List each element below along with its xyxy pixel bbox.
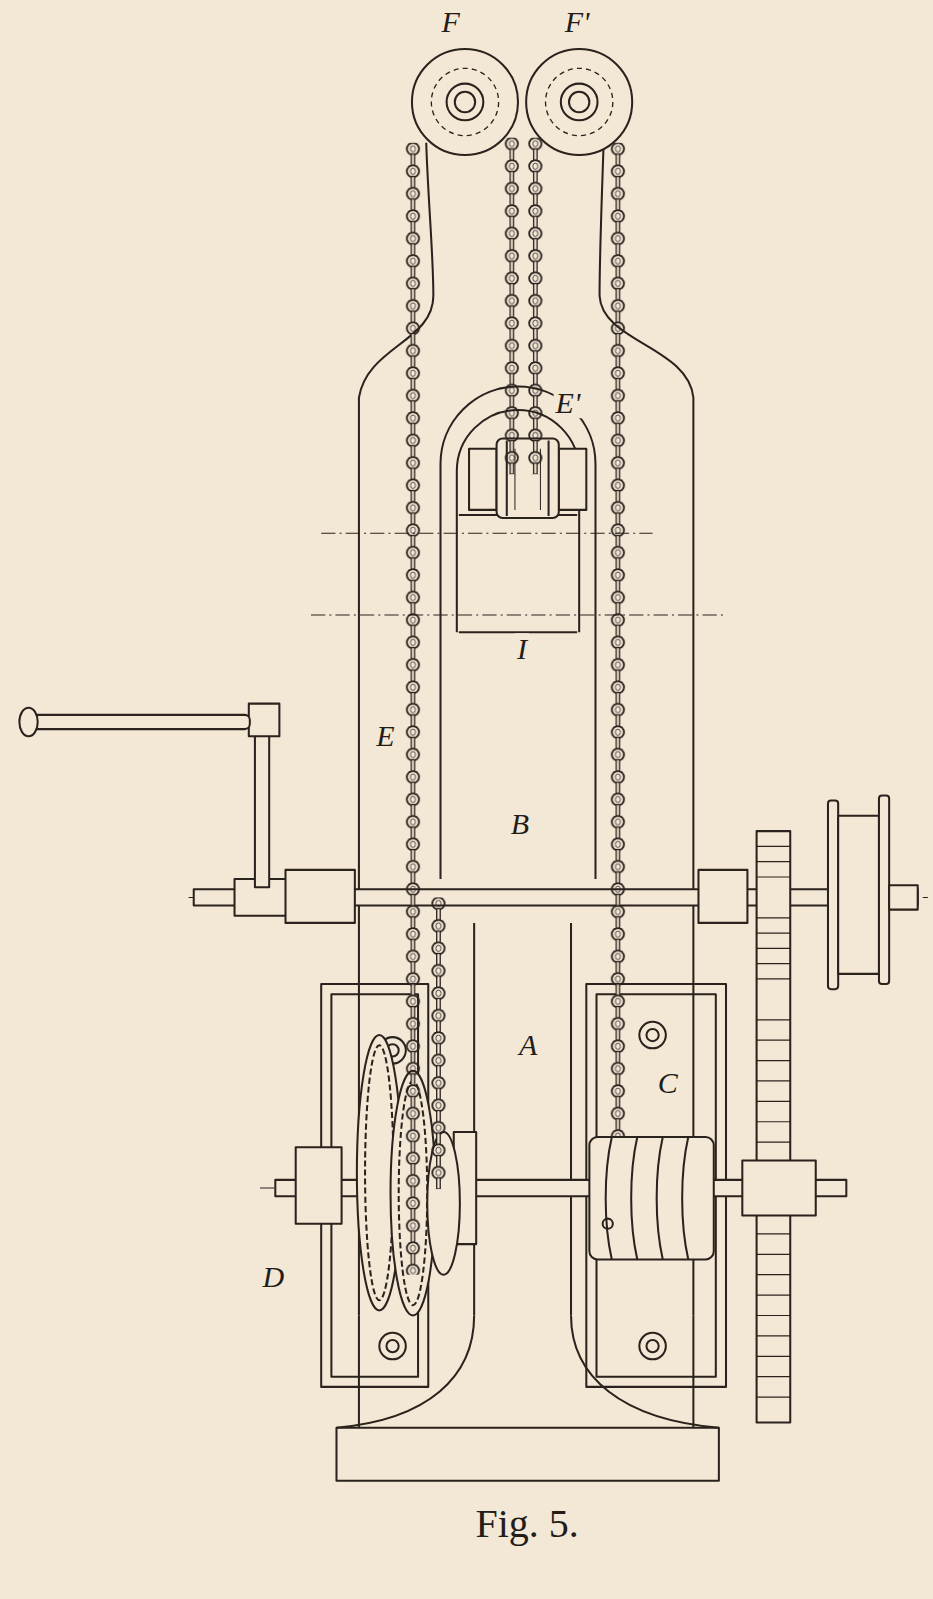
figure-caption: Fig. 5.	[475, 1499, 578, 1546]
part-letter: B	[509, 808, 531, 840]
part-letter: A	[517, 1030, 539, 1062]
part-letter: C	[656, 1067, 680, 1099]
part-letter: D	[260, 1261, 286, 1293]
part-letter: F	[440, 7, 462, 39]
part-letter: E'	[554, 387, 583, 419]
part-letter: I	[515, 633, 529, 665]
part-letter: F'	[563, 7, 592, 39]
part-letter: E	[374, 721, 396, 753]
